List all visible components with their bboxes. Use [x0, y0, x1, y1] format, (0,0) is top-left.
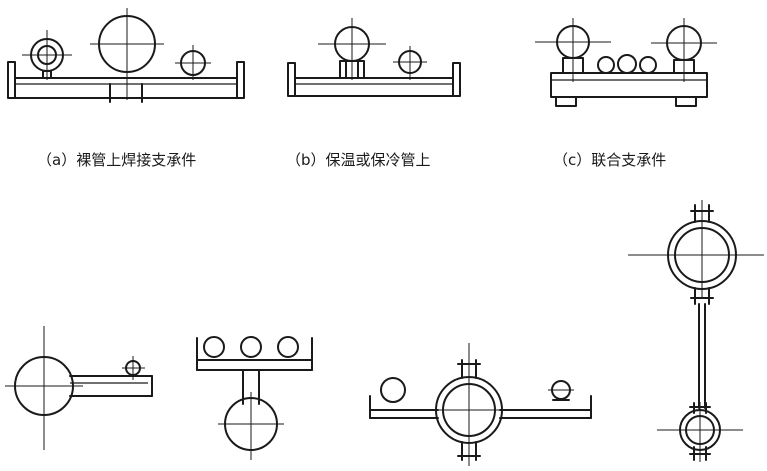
- caption-c: （c）联合支承件: [553, 151, 666, 169]
- diagram-pipe-clamp-side-arms: [369, 343, 592, 466]
- diagram-a-bare-pipe-support: [7, 8, 245, 103]
- diagram-c-combined-support: [535, 18, 717, 107]
- caption-a: （a）裸管上焊接支承件: [37, 151, 196, 169]
- diagram-cantilever-bracket-support: [5, 326, 153, 450]
- diagram-hanger-tray-support: [196, 336, 313, 460]
- diagram-b-insulated-pipe-support: [287, 18, 461, 97]
- caption-b: （b）保温或保冷管上: [286, 151, 431, 169]
- diagram-vertical-hanger-two-pipes: [628, 200, 764, 462]
